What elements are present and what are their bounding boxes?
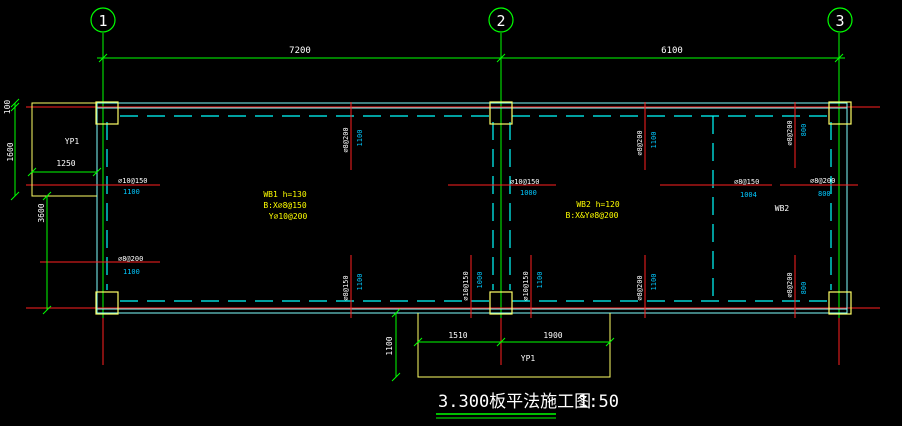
rebar-bot-3: ⌀10@150 <box>522 271 530 301</box>
rebar-top-wb1: ⌀8@200 <box>342 127 350 152</box>
rebar-bot-right-len: 800 <box>800 282 808 295</box>
column-2-top[interactable] <box>489 101 513 125</box>
dim-bottom-canopy-right: 1900 <box>543 331 562 340</box>
axis-bubble-1[interactable]: 1 <box>90 7 116 33</box>
dim-span-2-3: 6100 <box>661 46 683 56</box>
rebar-bot-2: ⌀10@150 <box>462 271 470 301</box>
left-dimensions <box>10 98 102 315</box>
rebar-bot-2-len: 1000 <box>476 272 484 289</box>
slab-wb1-annotation[interactable]: WB1 h=130 B:X⌀8@150 Y⌀10@200 <box>263 190 307 221</box>
rebar-labels: ⌀10@150 1100 ⌀8@200 1100 ⌀8@200 1100 ⌀10… <box>118 120 835 300</box>
column-2-bottom[interactable] <box>489 291 513 315</box>
rebar-left-low-len: 1100 <box>123 268 140 276</box>
rebar-bot-1-len: 1100 <box>356 274 364 291</box>
bottom-dimensions <box>391 308 615 382</box>
rebar-top-right-len: 800 <box>800 124 808 137</box>
slab-wb1-name: WB1 h=130 <box>263 190 307 199</box>
rebar-bot-4: ⌀8@200 <box>636 275 644 300</box>
column-3-bottom[interactable] <box>828 291 852 315</box>
left-canopy-yp1 <box>31 102 97 197</box>
dim-canopy-depth: 1600 <box>6 142 15 161</box>
rebar-top-wb2-len: 1100 <box>650 132 658 149</box>
axis-label-3: 3 <box>835 12 844 30</box>
rebar-mid-2: ⌀10@150 <box>510 178 540 186</box>
rebar-top-right: ⌀8@200 <box>786 120 794 145</box>
axis-bubble-2[interactable]: 2 <box>488 7 514 33</box>
slab-outline <box>96 102 848 314</box>
drawing-title: 3.300板平法施工图 <box>438 392 591 412</box>
column-3-top[interactable] <box>828 101 852 125</box>
rebar-left-low: ⌀8@200 <box>118 255 143 263</box>
dim-span-1-2: 7200 <box>289 46 311 56</box>
dim-canopy-width: 1250 <box>56 159 75 168</box>
rebar-mid-wb2-len: 1004 <box>740 191 757 199</box>
dim-left-height: 3600 <box>37 203 46 222</box>
dim-bottom-canopy-depth: 1100 <box>385 336 394 355</box>
drawing-title-block: 3.300板平法施工图 1:50 <box>436 392 619 419</box>
slab-wb2-tag[interactable]: WB2 <box>775 204 790 213</box>
rebar-bot-4-len: 1100 <box>650 274 658 291</box>
slab-wb2-rebar: B:X&Y⌀8@200 <box>566 211 619 220</box>
column-1-top[interactable] <box>95 101 119 125</box>
rebar-marks <box>26 102 858 365</box>
slab-wb1-rebar-y: Y⌀10@200 <box>269 212 308 221</box>
rebar-top-wb1-len: 1100 <box>356 130 364 147</box>
rebar-mid-wb2: ⌀8@150 <box>734 178 759 186</box>
dim-bottom-canopy-left: 1510 <box>448 331 467 340</box>
rebar-bot-1: ⌀8@150 <box>342 275 350 300</box>
rebar-mid-right-len: 800 <box>818 190 831 198</box>
slab-wb1-rebar-x: B:X⌀8@150 <box>263 201 307 210</box>
rebar-top-wb2: ⌀8@200 <box>636 130 644 155</box>
slab-label-yp1-bottom[interactable]: YP1 <box>521 354 536 363</box>
slab-wb2-annotation[interactable]: WB2 h=120 B:X&Y⌀8@200 <box>566 200 620 220</box>
slab-label-yp1-left[interactable]: YP1 <box>65 137 80 146</box>
bottom-canopy-yp1 <box>417 313 611 378</box>
rebar-left-mid: ⌀10@150 <box>118 177 148 185</box>
rebar-left-mid-len: 1100 <box>123 188 140 196</box>
top-dimension <box>97 53 845 70</box>
column-1-bottom[interactable] <box>95 291 119 315</box>
rebar-reference-lines <box>26 106 880 309</box>
dim-canopy-top: 100 <box>3 100 12 115</box>
slab-wb2-name: WB2 h=120 <box>576 200 620 209</box>
axis-label-2: 2 <box>496 12 505 30</box>
columns <box>95 101 852 315</box>
rebar-mid-2-len: 1000 <box>520 189 537 197</box>
rebar-bot-right: ⌀8@200 <box>786 272 794 297</box>
axis-lines <box>102 33 840 365</box>
axis-bubble-3[interactable]: 3 <box>827 7 853 33</box>
drawing-scale: 1:50 <box>578 392 619 412</box>
axis-label-1: 1 <box>98 12 107 30</box>
rebar-mid-right: ⌀8@200 <box>810 177 835 185</box>
rebar-bot-3-len: 1100 <box>536 272 544 289</box>
